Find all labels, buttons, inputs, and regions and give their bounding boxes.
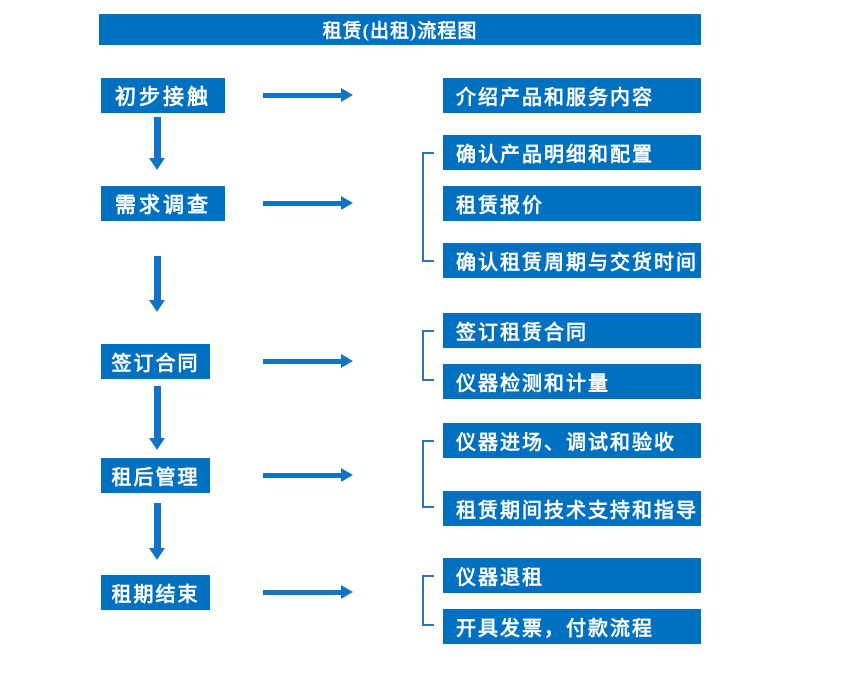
down-arrow-icon <box>149 256 165 312</box>
right-arrow-shaft <box>263 589 341 595</box>
step-box-sign-contract: 签订合同 <box>101 344 210 379</box>
step-box-post-rental-management: 租后管理 <box>101 458 210 493</box>
output-box-instrument-return: 仪器退租 <box>443 558 701 593</box>
down-arrow-head <box>149 158 165 170</box>
down-arrow-head <box>149 300 165 312</box>
output-box-instrument-testing: 仪器检测和计量 <box>443 364 701 399</box>
output-box-instrument-setup: 仪器进场、调试和验收 <box>443 423 701 458</box>
step-box-initial-contact: 初步接触 <box>101 78 225 113</box>
right-arrow-icon <box>263 88 353 102</box>
step-box-demand-survey: 需求调查 <box>101 186 225 221</box>
down-arrow-head <box>149 438 165 450</box>
down-arrow-shaft <box>153 386 161 438</box>
down-arrow-icon <box>149 386 165 450</box>
down-arrow-head <box>149 548 165 560</box>
output-box-introduce-products: 介绍产品和服务内容 <box>443 78 701 113</box>
right-arrow-shaft <box>263 358 341 364</box>
down-arrow-shaft <box>153 503 161 548</box>
down-arrow-icon <box>149 503 165 560</box>
flowchart-title: 租赁(出租)流程图 <box>99 14 701 45</box>
right-arrow-shaft <box>263 200 341 206</box>
group-bracket-sign-contract <box>422 330 434 381</box>
right-arrow-shaft <box>263 472 341 478</box>
down-arrow-shaft <box>153 117 161 158</box>
right-arrow-icon <box>263 354 353 368</box>
right-arrow-head <box>341 88 353 102</box>
right-arrow-head <box>341 468 353 482</box>
right-arrow-head <box>341 585 353 599</box>
down-arrow-shaft <box>153 256 161 300</box>
output-box-sign-rental-contract: 签订租赁合同 <box>443 313 701 348</box>
right-arrow-icon <box>263 468 353 482</box>
right-arrow-icon <box>263 196 353 210</box>
group-bracket-post-rental-management <box>422 440 434 508</box>
output-box-confirm-details: 确认产品明细和配置 <box>443 135 701 170</box>
down-arrow-icon <box>149 117 165 170</box>
group-bracket-demand-survey <box>422 152 434 262</box>
step-box-lease-end: 租期结束 <box>101 575 210 610</box>
right-arrow-icon <box>263 585 353 599</box>
right-arrow-shaft <box>263 92 341 98</box>
right-arrow-head <box>341 196 353 210</box>
group-bracket-lease-end <box>422 575 434 626</box>
output-box-rental-quote: 租赁报价 <box>443 186 701 221</box>
right-arrow-head <box>341 354 353 368</box>
output-box-tech-support: 租赁期间技术支持和指导 <box>443 491 701 526</box>
output-box-invoice-payment: 开具发票，付款流程 <box>443 609 701 644</box>
output-box-confirm-period: 确认租赁周期与交货时间 <box>443 243 701 278</box>
